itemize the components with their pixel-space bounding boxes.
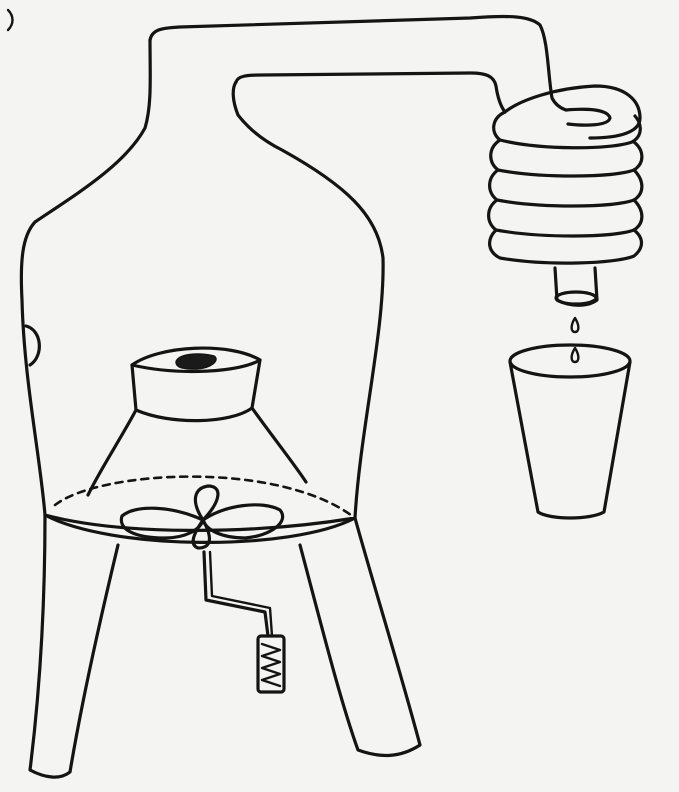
vapor-pipe-outer [150,16,566,110]
leg-right [300,518,420,755]
collection-cup-rim [510,345,630,377]
droplet-1 [572,318,579,332]
side-port [26,326,39,365]
fan-blade-right [203,505,283,538]
funnel-right-side [252,408,306,482]
crank-handle-spring [262,644,280,686]
crank-rod [204,552,268,636]
condenser-coil-top [505,86,640,138]
fan-blade-left [121,508,203,538]
vapor-pipe-inner [236,73,505,112]
droplet-2 [572,348,579,362]
base-dashed-back [55,477,355,518]
edge-mark [8,10,13,30]
outlet-spout-rim [556,292,596,304]
condenser-coil-ring-1 [494,112,641,148]
bowl-contents [176,354,216,369]
funnel-left-side [88,410,136,495]
collection-cup-body [510,362,630,518]
still-body [21,40,383,530]
outlet-spout [555,268,597,305]
crank-rod-inner [210,552,272,636]
leg-left [30,515,118,777]
